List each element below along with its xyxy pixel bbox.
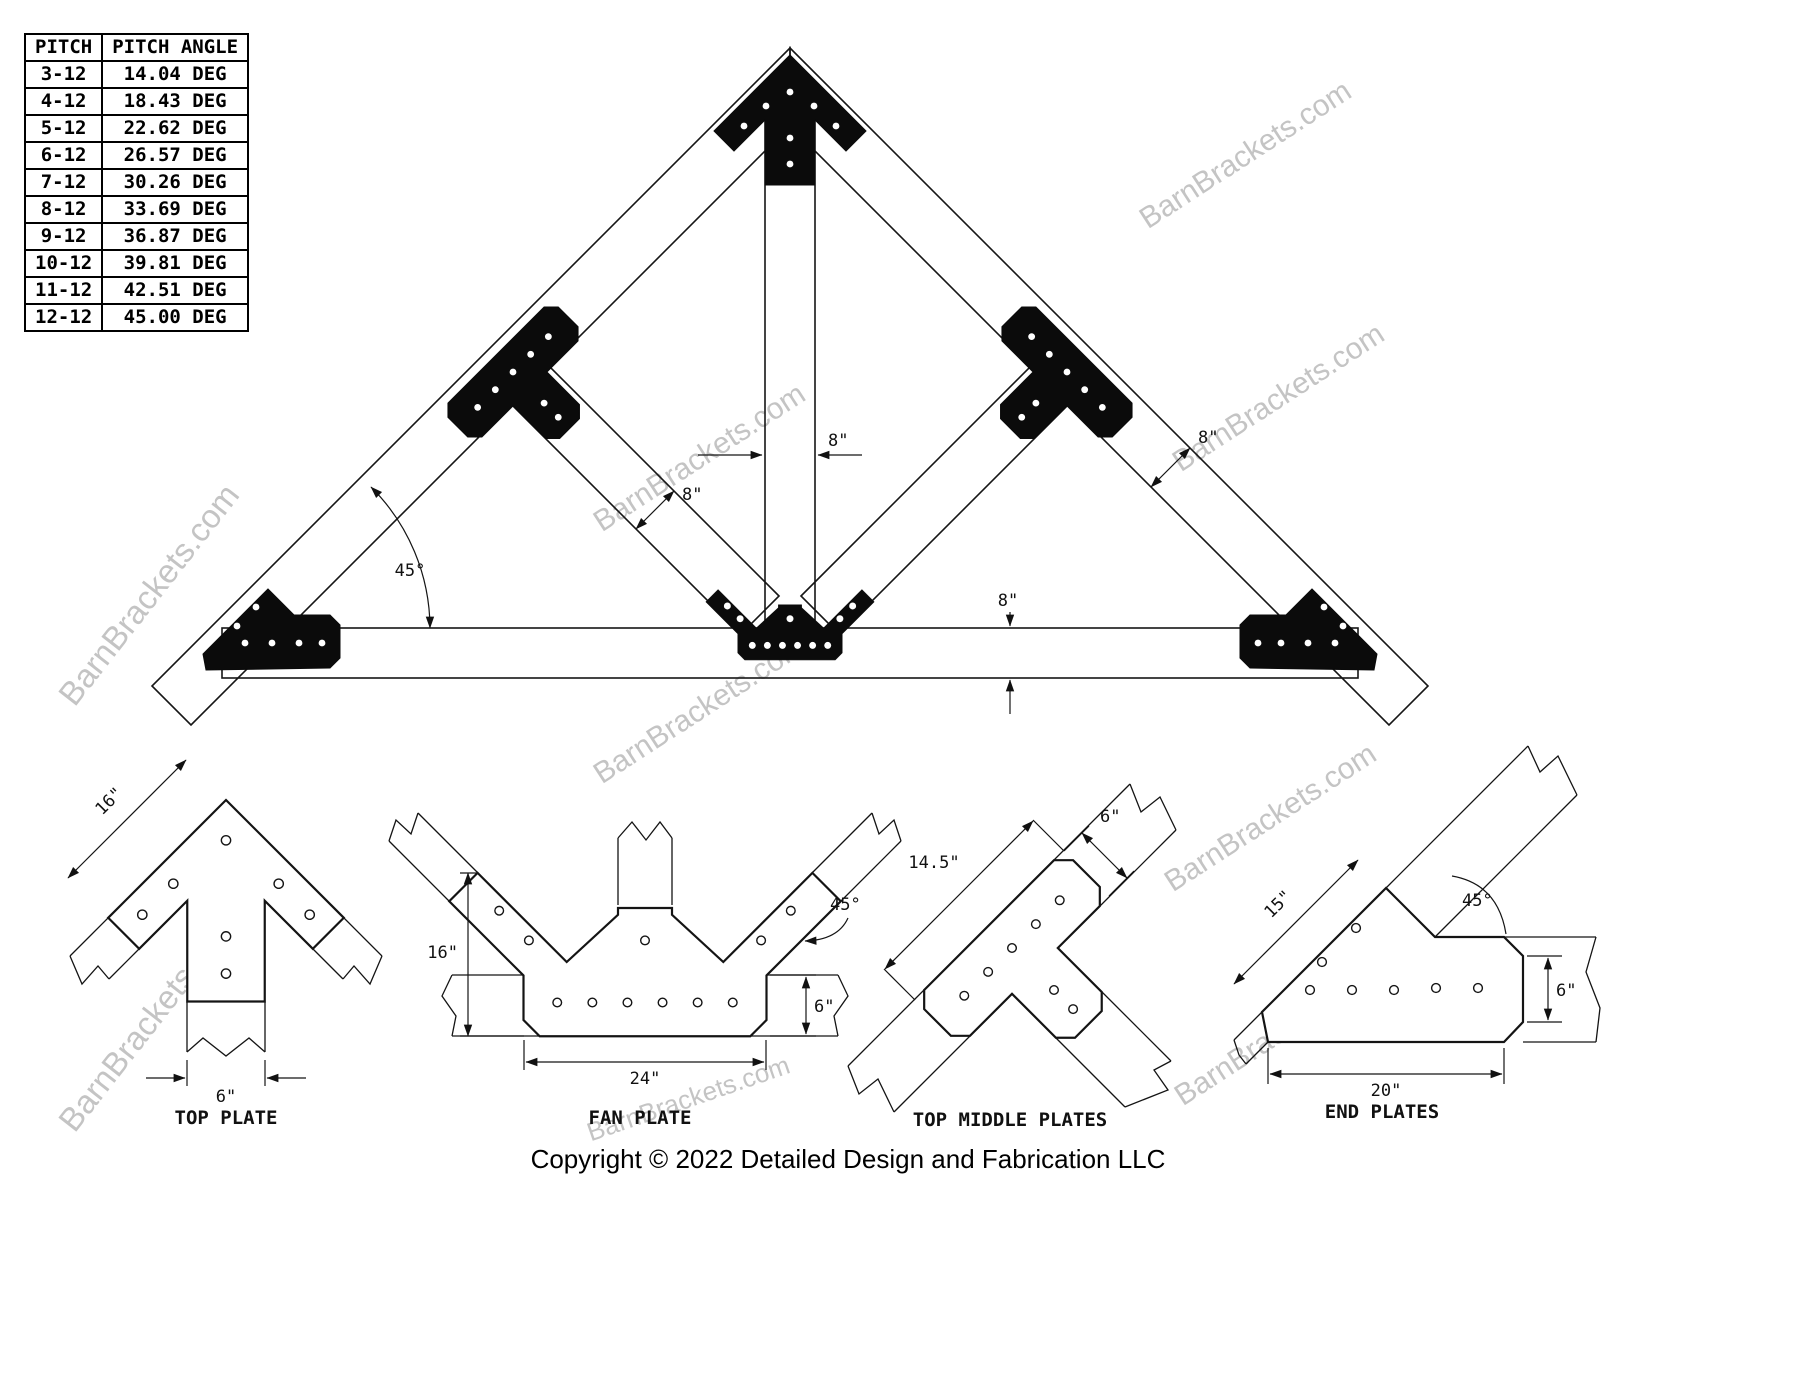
angle-cell: 33.69 DEG <box>101 195 250 224</box>
truss-diagram: 45° 8" 8" 8" 8" <box>150 46 1430 727</box>
pitch-cell: 10-12 <box>23 249 104 278</box>
king-post-width-dim: 8" <box>828 431 848 451</box>
pitch-cell: 3-12 <box>23 60 104 89</box>
left-end-bracket <box>202 588 341 671</box>
pitch-cell: 7-12 <box>23 168 104 197</box>
pitch-cell: 6-12 <box>23 141 104 170</box>
detail-top-plate: 16" 6" TOP PLATE <box>67 759 383 1129</box>
pitch-cell: 12-12 <box>23 303 104 332</box>
detail-top-middle-plates: 14.5" 6" TOP MIDDLE PLATES <box>847 783 1177 1131</box>
end-plate-outline <box>1260 886 1525 1044</box>
angle-cell: 18.43 DEG <box>101 87 250 116</box>
fan-plate-dimensions: 16" 24" 6" 45° <box>427 872 861 1089</box>
fan-bracket <box>705 589 875 661</box>
end-plate-width-dim: 20" <box>1371 1081 1402 1101</box>
fan-plate-outline <box>449 873 841 1036</box>
top-plate-edge-dim: 16" <box>92 784 128 820</box>
peak-bracket-plate <box>713 54 867 186</box>
fan-plate-label: FAN PLATE <box>589 1107 692 1129</box>
top-plate-stem-dim: 6" <box>216 1087 236 1107</box>
end-plate-angle-dim: 45° <box>1462 891 1493 911</box>
top-plate-outline <box>108 800 344 1002</box>
truss-dimensions: 45° 8" 8" 8" 8" <box>370 428 1218 714</box>
angle-cell: 26.57 DEG <box>101 141 250 170</box>
end-plate-edge-dim: 15" <box>1261 887 1297 923</box>
right-end-bracket <box>1239 588 1378 671</box>
fan-plate-width-dim: 24" <box>630 1069 661 1089</box>
angle-cell: 14.04 DEG <box>101 60 250 89</box>
copyright-text: Copyright © 2022 Detailed Design and Fab… <box>530 1144 1166 1174</box>
pitch-cell: 8-12 <box>23 195 104 224</box>
detail-end-plates: 15" 45° 6" 20" END PLATES <box>1233 745 1601 1123</box>
pitch-angle-dim: 45° <box>395 561 426 581</box>
angle-cell: 22.62 DEG <box>101 114 250 143</box>
angle-cell: 42.51 DEG <box>101 276 250 305</box>
end-plate-dimensions: 15" 45° 6" 20" <box>1233 859 1576 1101</box>
top-middle-edge-dim: 14.5" <box>908 853 959 873</box>
angle-cell: 45.00 DEG <box>101 303 250 332</box>
chord-height-dim: 8" <box>998 591 1018 611</box>
top-plate-label: TOP PLATE <box>175 1107 278 1129</box>
top-middle-label: TOP MIDDLE PLATES <box>913 1109 1107 1131</box>
fan-plate-angle-dim: 45° <box>830 895 861 915</box>
detail-fan-plate: 16" 24" 6" 45° FAN PLATE <box>388 812 902 1129</box>
rafter-width-dim: 8" <box>1198 428 1218 448</box>
end-plate-height-dim: 6" <box>1556 981 1576 1001</box>
fan-plate-height-dim: 16" <box>427 943 458 963</box>
fan-plate-bar-dim: 6" <box>814 997 834 1017</box>
peak-bracket <box>713 54 867 186</box>
end-plate-timber-outline <box>1233 745 1601 1065</box>
pitch-angle-arc <box>370 486 435 629</box>
pitch-cell: 5-12 <box>23 114 104 143</box>
pitch-cell: 4-12 <box>23 87 104 116</box>
pitch-header: PITCH <box>23 33 104 62</box>
pitch-cell: 11-12 <box>23 276 104 305</box>
right-mid-bracket <box>1000 306 1133 439</box>
top-middle-dimensions: 14.5" 6" <box>883 807 1135 1001</box>
pitch-cell: 9-12 <box>23 222 104 251</box>
top-middle-plate-outline <box>915 851 1163 1099</box>
angle-cell: 39.81 DEG <box>101 249 250 278</box>
top-middle-stem-dim: 6" <box>1100 807 1120 827</box>
angle-cell: 30.26 DEG <box>101 168 250 197</box>
strut-width-dim: 8" <box>682 485 702 505</box>
angle-cell: 36.87 DEG <box>101 222 250 251</box>
left-mid-bracket <box>447 306 580 439</box>
end-plate-label: END PLATES <box>1325 1101 1439 1123</box>
pitch-angle-header: PITCH ANGLE <box>101 33 250 62</box>
